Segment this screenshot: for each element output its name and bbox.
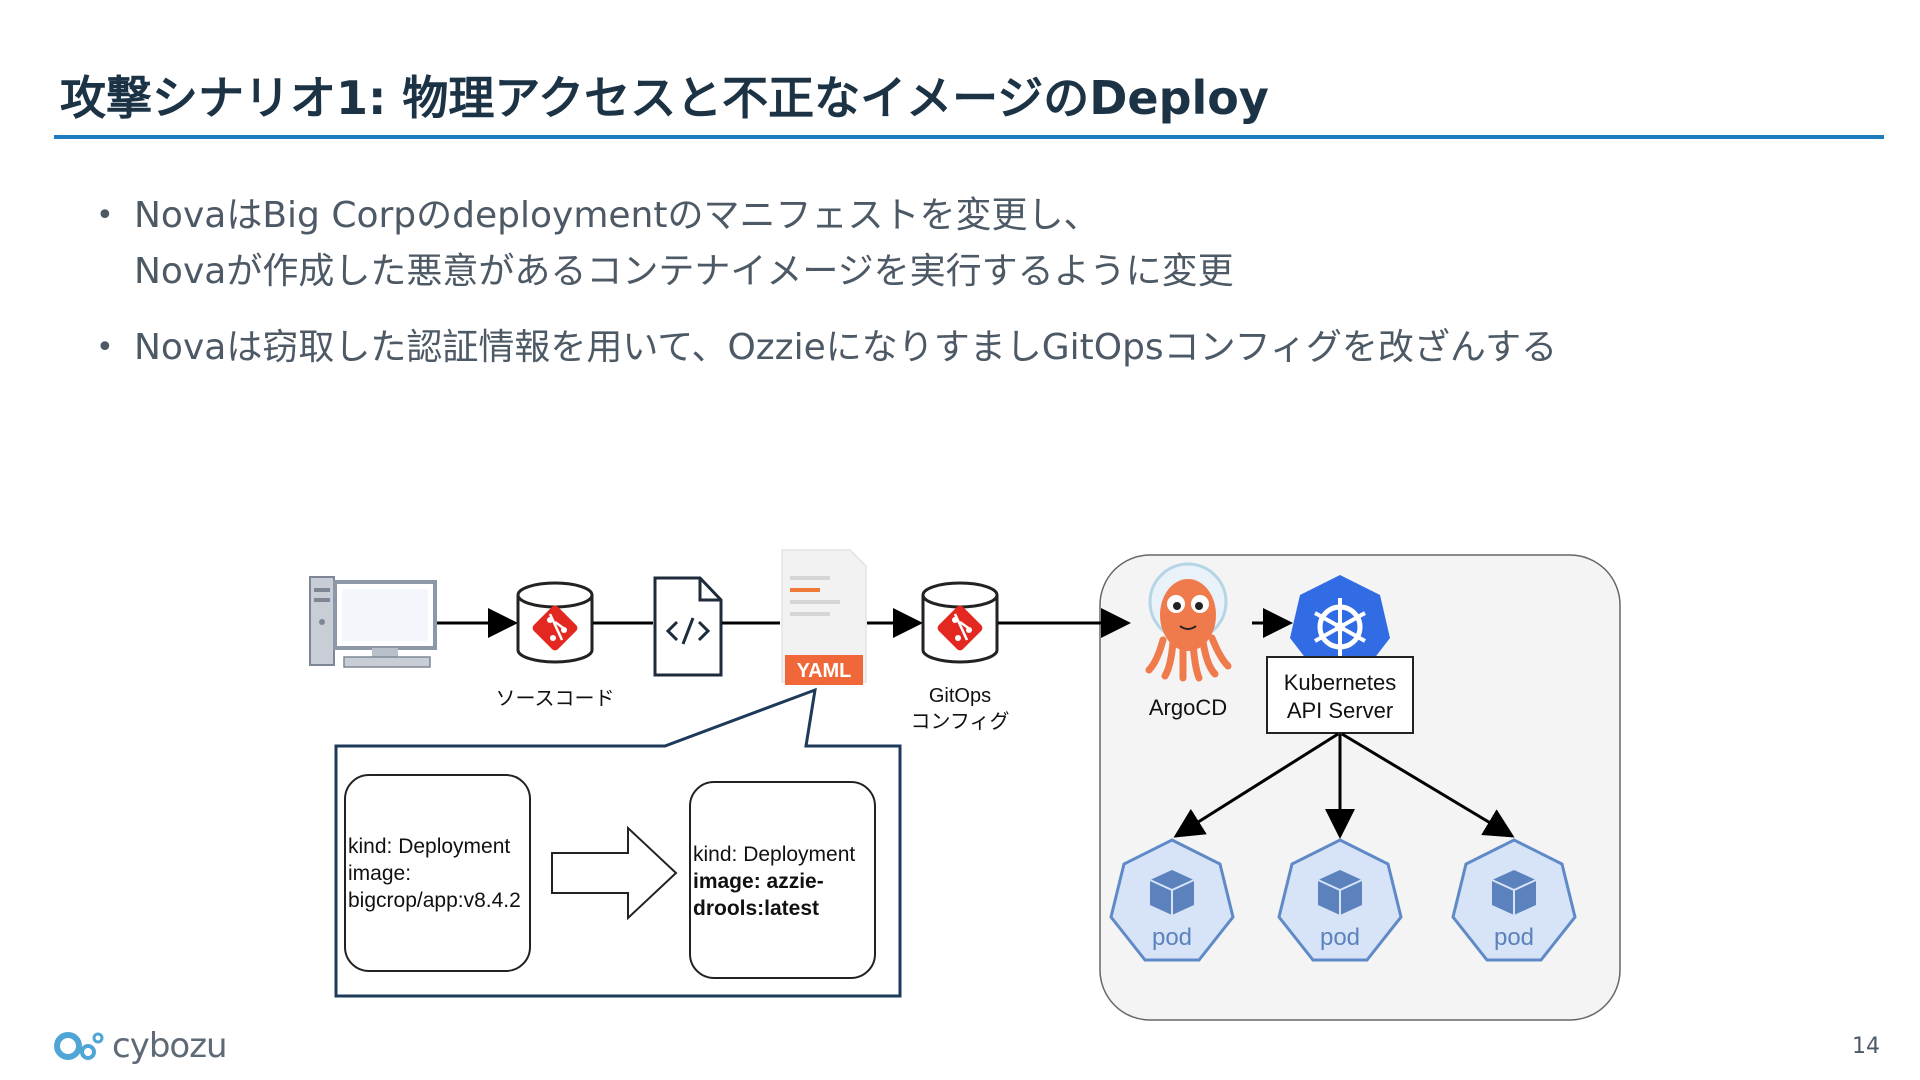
- pod-3-label: pod: [1494, 924, 1534, 951]
- kubernetes-icon: [1290, 575, 1390, 673]
- arrow-to-pod-1: [1173, 732, 1339, 838]
- manifest-after-line2: image: azzie-: [693, 870, 824, 893]
- manifest-before-line1: kind: Deployment: [348, 835, 510, 858]
- manifest-after-line1: kind: Deployment: [693, 843, 855, 866]
- gitops-label-line2: コンフィグ: [911, 710, 1010, 733]
- yaml-file-icon: [781, 549, 867, 685]
- bullet-1-line-1: NovaはBig Corpのdeploymentのマニフェストを変更し、: [134, 195, 1100, 236]
- yaml-label: YAML: [797, 660, 852, 682]
- bullet-dot-icon: •: [96, 330, 114, 365]
- k8s-api-line1: Kubernetes: [1284, 670, 1397, 695]
- pod-icon: [1451, 838, 1577, 962]
- pod-icon: [1109, 838, 1235, 962]
- bullet-item: • Novaは窃取した認証情報を用いて、OzzieになりすましGitOpsコンフ…: [96, 320, 1796, 376]
- manifest-before-card: [344, 774, 531, 972]
- bullet-1-line-2: Novaが作成した悪意があるコンテナイメージを実行するように変更: [134, 251, 1234, 292]
- bullet-list: • NovaはBig Corpのdeploymentのマニフェストを変更し、 N…: [96, 188, 1796, 396]
- code-file-icon: [653, 576, 723, 677]
- argocd-icon: [1145, 562, 1232, 682]
- manifest-after-card: [689, 781, 876, 979]
- manifest-before-line3: bigcrop/app:v8.4.2: [348, 889, 521, 912]
- computer-icon: [309, 576, 437, 668]
- bullet-item: • NovaはBig Corpのdeploymentのマニフェストを変更し、 N…: [96, 188, 1796, 300]
- cybozu-logo-icon: [54, 1032, 104, 1060]
- argocd-label: ArgoCD: [1149, 695, 1227, 720]
- k8s-api-line2: API Server: [1287, 698, 1393, 723]
- pod-1-label: pod: [1152, 924, 1192, 951]
- title-underline: [54, 135, 1884, 139]
- k8s-api-server-box: [1266, 656, 1414, 734]
- arrow-to-pod-3: [1341, 732, 1515, 838]
- manifest-before-line2: image:: [348, 862, 411, 885]
- page-number: 14: [1852, 1034, 1880, 1059]
- bullet-2-line-1: Novaは窃取した認証情報を用いて、OzzieになりすましGitOpsコンフィグ…: [134, 327, 1558, 368]
- source-code-label: ソースコード: [496, 688, 615, 710]
- manifest-after-line3: drools:latest: [693, 897, 819, 920]
- source-repo-icon: [516, 581, 594, 664]
- gitops-repo-icon: [921, 581, 999, 664]
- gitops-label-line1: GitOps: [929, 685, 991, 707]
- transform-arrow-icon: [551, 825, 678, 921]
- pod-icon: [1277, 838, 1403, 962]
- slide-title: 攻撃シナリオ1: 物理アクセスと不正なイメージのDeploy: [60, 71, 1269, 125]
- pod-2-label: pod: [1320, 924, 1360, 951]
- cybozu-logo-text: cybozu: [112, 1026, 228, 1066]
- bullet-dot-icon: •: [96, 198, 114, 233]
